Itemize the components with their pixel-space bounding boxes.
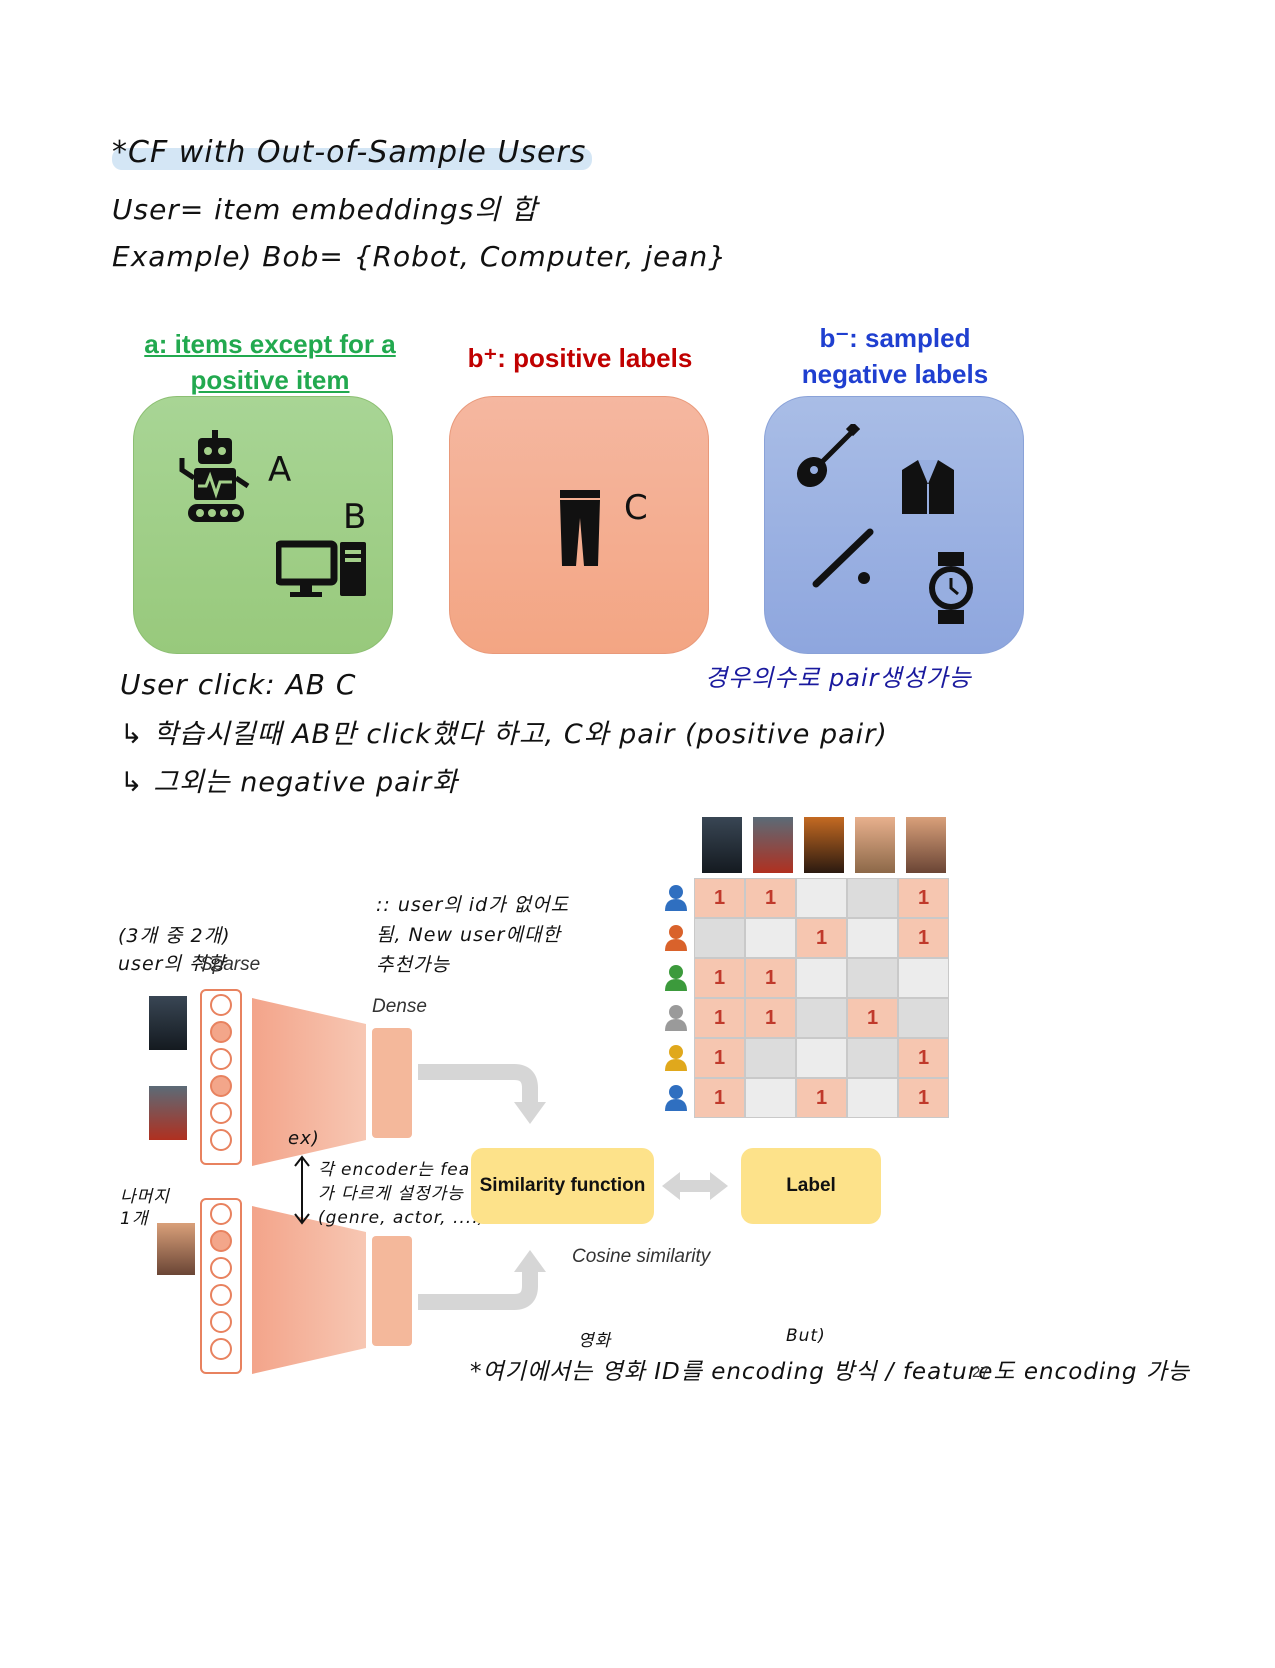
- bottom-small-1: 영화: [578, 1326, 611, 1351]
- matrix-cell: [796, 998, 847, 1038]
- note-click: User click: AB C: [120, 668, 356, 701]
- matrix-cell: [847, 1038, 898, 1078]
- label-b: B: [343, 497, 366, 537]
- sparse-input-node: [210, 1048, 232, 1070]
- user-poster-2: [149, 1086, 187, 1140]
- matrix-cell: 1: [745, 998, 796, 1038]
- matrix-cell: [796, 878, 847, 918]
- dense-vector-2: [372, 1236, 412, 1346]
- user-poster-3: [157, 1223, 195, 1275]
- matrix-cell: [745, 1038, 796, 1078]
- dense-vector-1: [372, 1028, 412, 1138]
- panel-a-title: a: items except for a positive item: [130, 326, 410, 398]
- matrix-cell: 1: [694, 878, 745, 918]
- annot-top: :: user의 id가 없어도됨, New user에대한 추천가능: [376, 890, 576, 980]
- blazer-icon: [900, 458, 956, 516]
- matrix-cell: [694, 918, 745, 958]
- sparse-input-node: [210, 1311, 232, 1333]
- double-arrow-vertical: [292, 1154, 312, 1226]
- sparse-input-node: [210, 1230, 232, 1252]
- matrix-cell: [847, 1078, 898, 1118]
- sparse-input-node: [210, 1129, 232, 1151]
- panel-c-title: b⁻: sampled negative labels: [790, 320, 1000, 392]
- poster-1: [702, 817, 742, 873]
- matrix-cell: 1: [847, 998, 898, 1038]
- matrix-cell: [847, 918, 898, 958]
- guitar-icon: [792, 424, 860, 492]
- dense-label: Dense: [372, 996, 427, 1018]
- user-icon: [664, 1044, 688, 1072]
- arrow-top: [418, 1062, 548, 1128]
- matrix-cell: 1: [694, 1078, 745, 1118]
- matrix-cell: [898, 998, 949, 1038]
- matrix-cell: 1: [898, 918, 949, 958]
- sparse-input-node: [210, 1021, 232, 1043]
- matrix-cell: [745, 1078, 796, 1118]
- note-line1: User= item embeddings의 합: [112, 188, 538, 228]
- sparse-input-node: [210, 1075, 232, 1097]
- matrix-cell: 1: [898, 878, 949, 918]
- user-icon: [664, 924, 688, 952]
- matrix-cell: 1: [898, 1078, 949, 1118]
- note-negative: ↳ 그외는 negative pair화: [120, 760, 458, 799]
- matrix-cell: [796, 1038, 847, 1078]
- user-icon: [664, 964, 688, 992]
- matrix-cell: [796, 958, 847, 998]
- poster-3: [804, 817, 844, 873]
- similarity-function-box: Similarity function: [471, 1148, 654, 1224]
- note-title: *CF with Out-of-Sample Users: [112, 135, 586, 170]
- label-a: A: [268, 450, 291, 490]
- sparse-input-node: [210, 1257, 232, 1279]
- page-number: 27: [972, 1364, 989, 1381]
- user-icon: [664, 1004, 688, 1032]
- user-icon: [664, 884, 688, 912]
- double-arrow-horizontal: [662, 1170, 728, 1202]
- label-box: Label: [741, 1148, 881, 1224]
- user-poster-1: [149, 996, 187, 1050]
- arrow-bottom: [418, 1246, 548, 1312]
- matrix-cell: 1: [694, 1038, 745, 1078]
- matrix-cell: [745, 918, 796, 958]
- matrix-cell: [847, 878, 898, 918]
- panel-b-title: b⁺: positive labels: [450, 340, 710, 376]
- robot-icon: [176, 430, 254, 526]
- matrix-cell: 1: [796, 1078, 847, 1118]
- poster-2: [753, 817, 793, 873]
- sparse-input-node: [210, 1102, 232, 1124]
- sparse-label: Sparse: [200, 954, 260, 976]
- note-pair: ↳ 학습시킬때 AB만 click했다 하고, C와 pair (positiv…: [120, 712, 888, 751]
- sparse-input-node: [210, 1338, 232, 1360]
- bottom-note: *여기에서는 영화 ID를 encoding 방식 / feature도 enc…: [470, 1352, 1190, 1386]
- user-icon: [664, 1084, 688, 1112]
- matrix-cell: 1: [694, 998, 745, 1038]
- bottom-small-2: But): [786, 1326, 826, 1346]
- encoder-2: [252, 1206, 366, 1374]
- sparse-input-node: [210, 1203, 232, 1225]
- matrix-cell: 1: [898, 1038, 949, 1078]
- matrix-cell: 1: [694, 958, 745, 998]
- watch-icon: [926, 552, 976, 624]
- matrix-cell: [847, 958, 898, 998]
- annot-ex: ex): [288, 1128, 320, 1149]
- matrix-cell: 1: [745, 878, 796, 918]
- baseball-bat-icon: [810, 526, 878, 590]
- matrix-cell: [898, 958, 949, 998]
- sparse-input-node: [210, 1284, 232, 1306]
- label-c: C: [624, 488, 648, 528]
- poster-4: [855, 817, 895, 873]
- note-side: 경우의수로 pair생성가능: [705, 658, 972, 693]
- computer-icon: [276, 540, 368, 598]
- sparse-input-node: [210, 994, 232, 1016]
- note-line2: Example) Bob= {Robot, Computer, jean}: [112, 240, 727, 273]
- poster-5: [906, 817, 946, 873]
- jeans-icon: [558, 490, 602, 568]
- matrix-cell: 1: [796, 918, 847, 958]
- cosine-similarity-label: Cosine similarity: [572, 1246, 710, 1268]
- matrix-cell: 1: [745, 958, 796, 998]
